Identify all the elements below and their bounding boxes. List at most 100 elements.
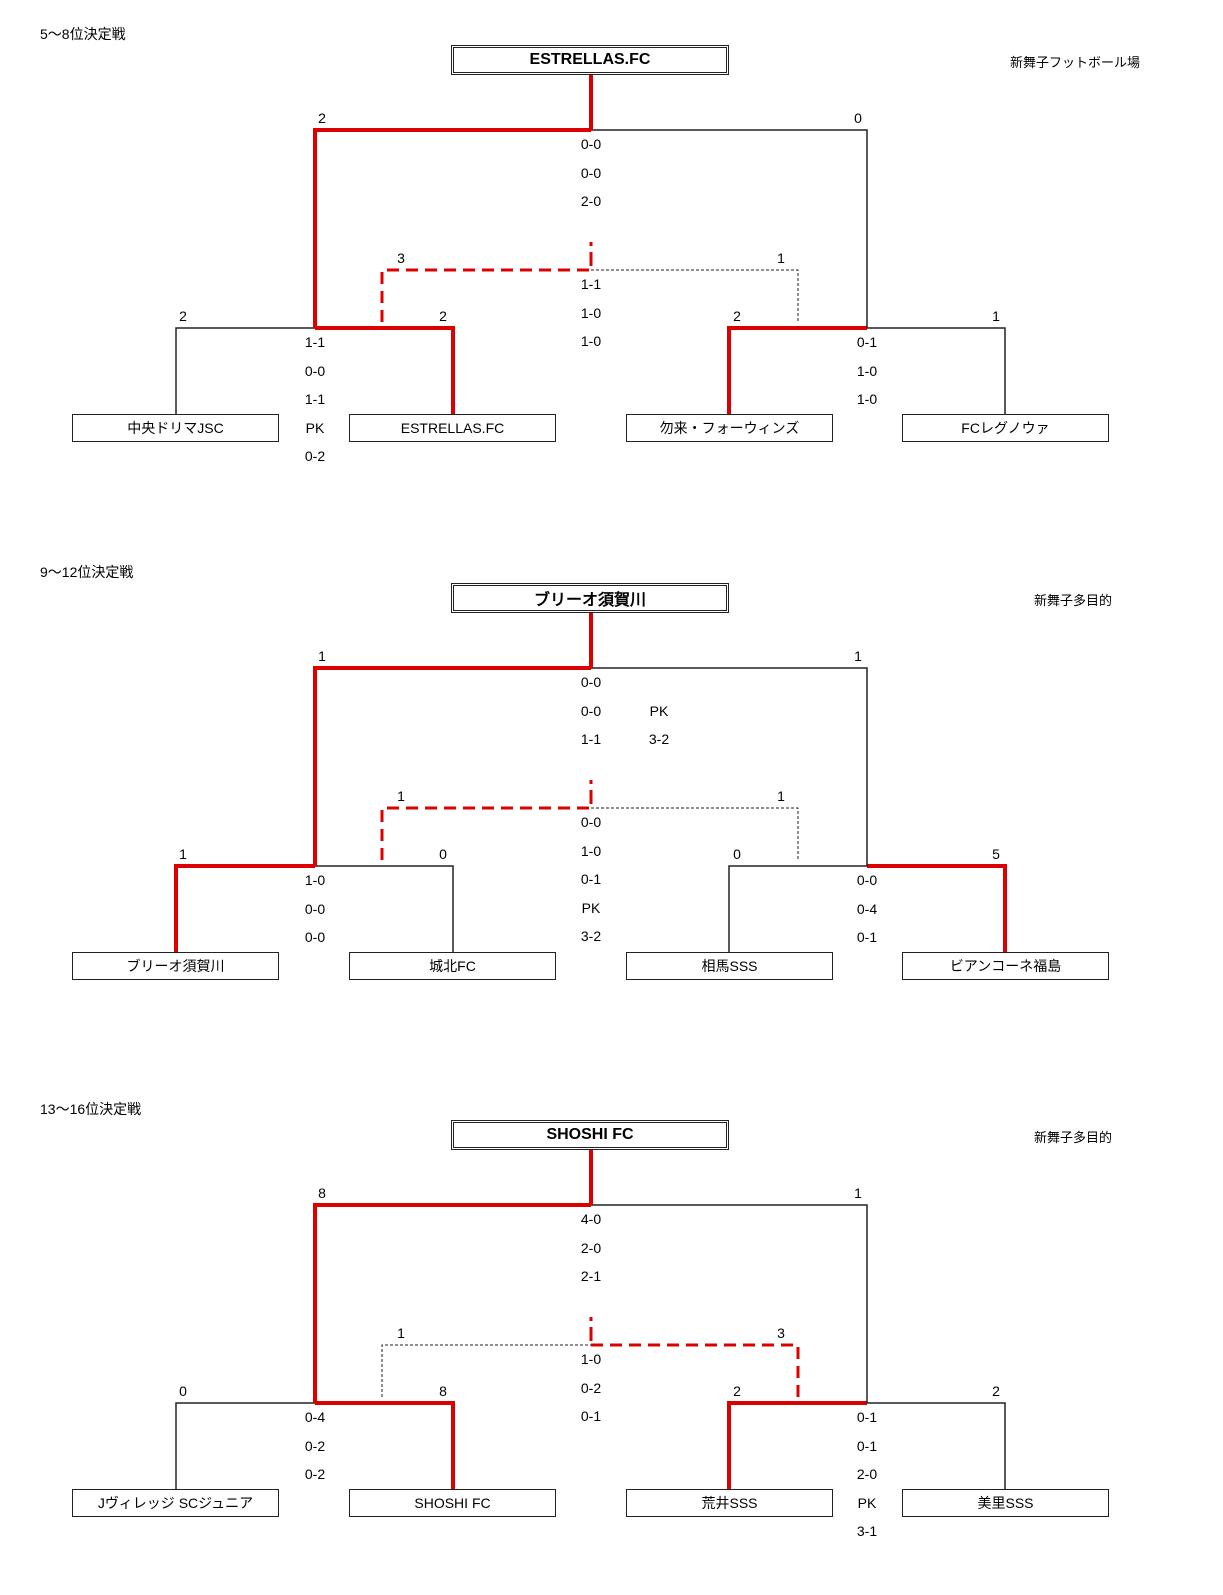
third-left-line: [380, 268, 591, 322]
semi-right-line-b: [867, 327, 1006, 414]
winner-box: ESTRELLAS.FC: [451, 45, 729, 75]
team-box[interactable]: SHOSHI FC: [349, 1489, 556, 1517]
semi-right-period-score: 1-0: [856, 362, 878, 379]
team-box[interactable]: 美里SSS: [902, 1489, 1109, 1517]
semi-right-period-score: 0-1: [856, 1437, 878, 1454]
third-period-score: 1-1: [580, 276, 602, 292]
semi-left-line-a: [175, 1402, 315, 1489]
team-box[interactable]: 相馬SSS: [626, 952, 833, 980]
third-right-line: [591, 269, 799, 322]
semi-score: 0: [439, 846, 447, 862]
final-pk: PK: [649, 702, 669, 719]
semi-right-line-a: [727, 326, 867, 414]
venue-label: 新舞子多目的: [1034, 1130, 1113, 1145]
semi-left-line-b: [315, 1401, 455, 1489]
team-box[interactable]: 勿来・フォーウィンズ: [626, 414, 833, 442]
third-left-line: [380, 806, 591, 860]
final-period-score: 1-1: [580, 731, 602, 747]
semi-left-period-score: PK: [305, 419, 325, 436]
semi-right-period-score: 0-1: [856, 334, 878, 350]
final-right-line: [591, 129, 868, 328]
team-box[interactable]: Jヴィレッジ SCジュニア: [72, 1489, 279, 1517]
final-score-left: 2: [318, 110, 326, 126]
team-box[interactable]: 城北FC: [349, 952, 556, 980]
team-box[interactable]: ビアンコーネ福島: [902, 952, 1109, 980]
semi-score: 1: [179, 846, 187, 862]
semi-left-period-score: 1-1: [304, 334, 326, 350]
team-box[interactable]: ブリーオ須賀川: [72, 952, 279, 980]
final-score-left: 8: [318, 1185, 326, 1201]
bracket-title: 9〜12位決定戦: [40, 564, 134, 580]
semi-left-period-score: 0-0: [304, 900, 326, 917]
semi-left-period-score: 1-1: [304, 391, 326, 407]
final-left-line: [313, 128, 591, 328]
bracket-lines: [175, 1150, 1006, 1489]
third-score-right: 1: [777, 250, 785, 266]
third-period-score: 1-0: [580, 333, 602, 349]
semi-score: 2: [439, 308, 447, 324]
third-score-left: 3: [397, 250, 405, 266]
third-period-score: 0-2: [580, 1379, 602, 1396]
final-period-score: 0-0: [580, 136, 602, 152]
semi-right-period-score: 2-0: [856, 1466, 878, 1482]
bracket-3: 13〜16位決定戦新舞子多目的 SHOSHI FC Jヴィレッジ SCジュニア SHO…: [0, 1075, 1223, 1595]
third-score-right: 3: [777, 1325, 785, 1341]
final-period-score: 2-1: [580, 1268, 602, 1284]
semi-right-line-a: [728, 865, 867, 952]
semi-right-period-score: 0-1: [856, 929, 878, 945]
final-period-score: 4-0: [580, 1211, 602, 1227]
final-period-score: 0-0: [580, 674, 602, 690]
team-box[interactable]: 中央ドリマJSC: [72, 414, 279, 442]
semi-left-period-score: 0-4: [304, 1409, 326, 1425]
third-period-score: 0-1: [580, 871, 602, 887]
third-right-line: [591, 1343, 800, 1397]
third-period-score: PK: [581, 899, 601, 916]
semi-score: 2: [733, 308, 741, 324]
final-right-line: [591, 667, 868, 866]
semi-left-period-score: 0-0: [304, 929, 326, 945]
final-left-line: [313, 666, 591, 866]
third-period-score: 0-0: [580, 814, 602, 830]
semi-score: 1: [992, 308, 1000, 324]
third-period-score: 3-2: [580, 928, 602, 944]
semi-left-period-score: 0-2: [304, 1466, 326, 1482]
team-box[interactable]: ESTRELLAS.FC: [349, 414, 556, 442]
final-right-line: [591, 1204, 868, 1403]
final-pk: 3-2: [648, 731, 670, 747]
final-period-score: 0-0: [580, 164, 602, 181]
final-score-right: 1: [854, 648, 862, 664]
semi-right-line-b: [867, 1402, 1006, 1489]
semi-score: 0: [733, 846, 741, 862]
semi-score: 2: [733, 1383, 741, 1399]
final-left-line: [313, 1203, 591, 1403]
semi-right-period-score: 0-0: [856, 872, 878, 888]
final-score-left: 1: [318, 648, 326, 664]
semi-left-period-score: 0-2: [304, 448, 326, 464]
bracket-title: 13〜16位決定戦: [40, 1101, 142, 1117]
final-score-right: 0: [854, 110, 862, 126]
semi-left-period-score: 0-2: [304, 1437, 326, 1454]
semi-right-period-score: 1-0: [856, 391, 878, 407]
third-left-line: [381, 1344, 591, 1397]
winner-box: ブリーオ須賀川: [451, 583, 729, 613]
semi-right-period-score: PK: [857, 1494, 877, 1511]
winner-box: SHOSHI FC: [451, 1120, 729, 1150]
semi-score: 8: [439, 1383, 447, 1399]
semi-left-line-a: [174, 864, 315, 952]
semi-score: 0: [179, 1383, 187, 1399]
semi-right-period-score: 0-1: [856, 1409, 878, 1425]
third-period-score: 1-0: [580, 842, 602, 859]
bracket-lines: [174, 613, 1007, 952]
team-box[interactable]: FCレグノウァ: [902, 414, 1109, 442]
bracket-title: 5〜8位決定戦: [40, 26, 126, 42]
team-box[interactable]: 荒井SSS: [626, 1489, 833, 1517]
semi-score: 5: [992, 846, 1000, 862]
final-period-score: 2-0: [580, 1239, 602, 1256]
semi-right-line-b: [867, 864, 1007, 952]
semi-left-line-a: [175, 327, 315, 414]
semi-score: 2: [992, 1383, 1000, 1399]
bracket-lines: [175, 75, 1006, 414]
semi-left-period-score: 0-0: [304, 362, 326, 379]
